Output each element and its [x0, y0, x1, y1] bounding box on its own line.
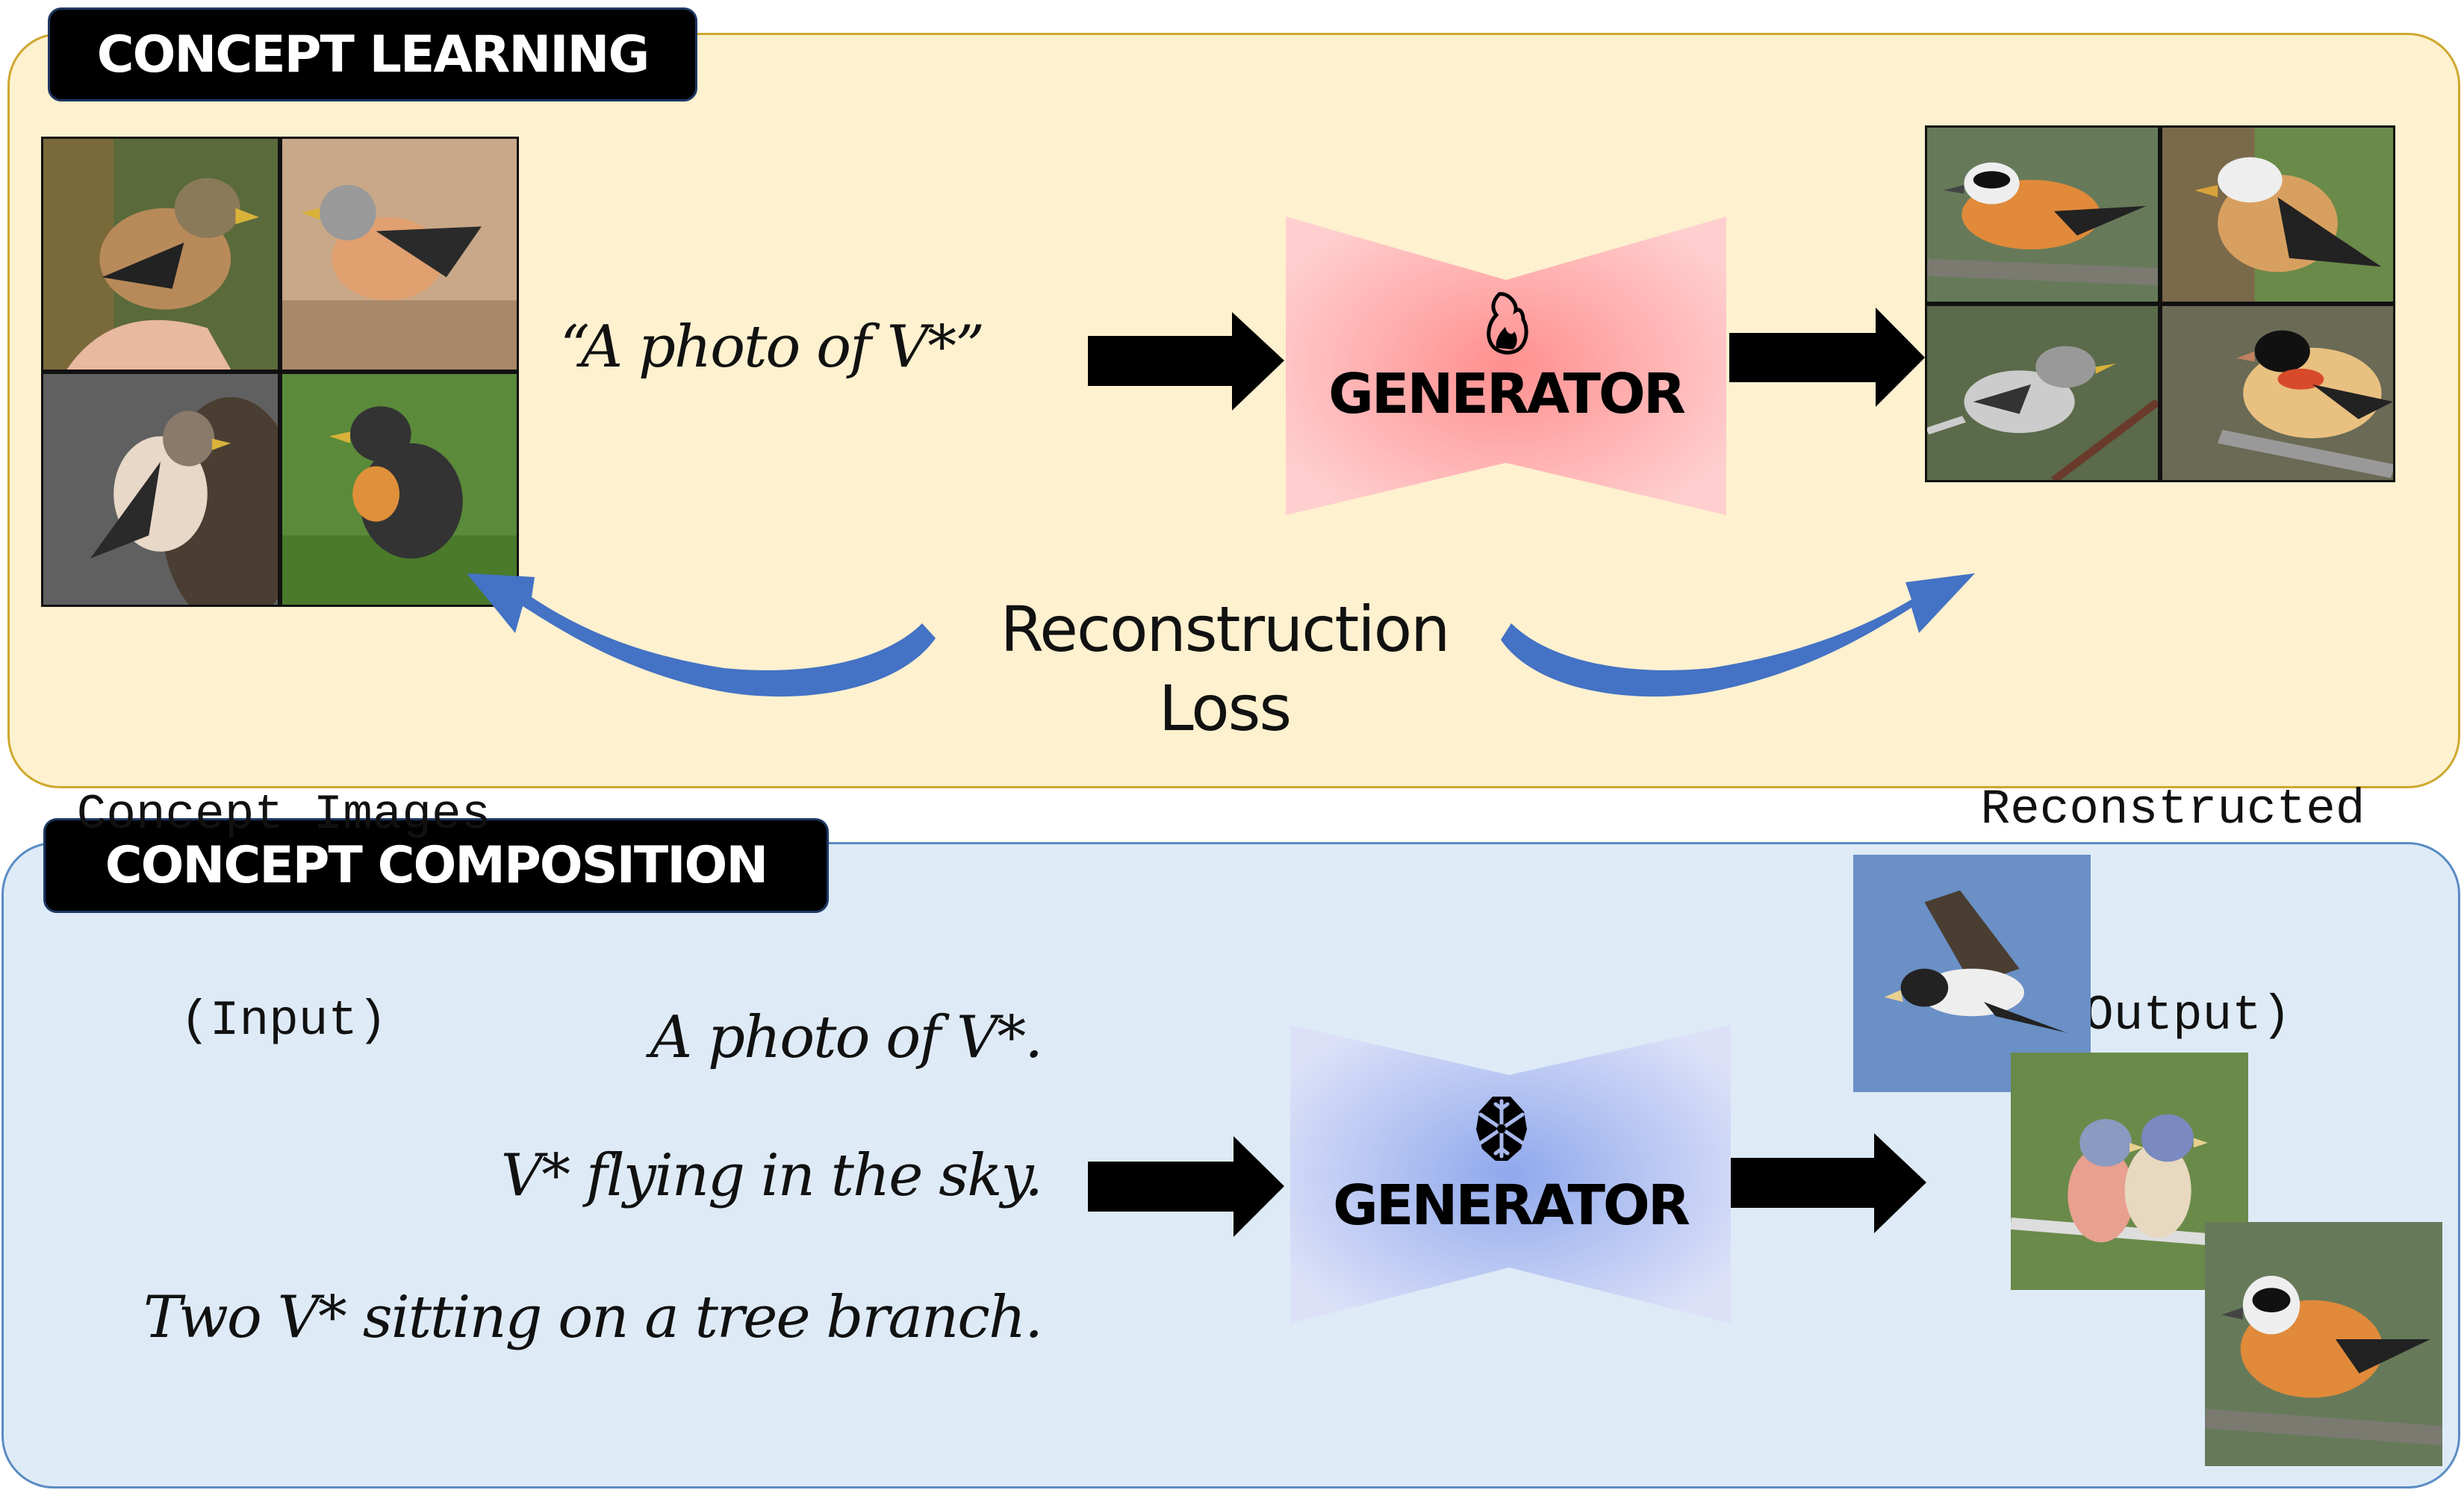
output-label: Reconstructed (Output): [1911, 638, 2434, 1119]
concept-images-grid: [41, 137, 519, 607]
input-image-2: [280, 137, 519, 372]
arrow-prompt-to-generator: [1088, 312, 1284, 411]
generator-label-bottom: GENERATOR: [1333, 1173, 1690, 1238]
generator-trainable: [1286, 216, 1726, 515]
composition-prompt-1: A photo of V*.: [650, 1004, 1043, 1071]
composition-prompt-2: V* flying in the sky.: [500, 1142, 1043, 1209]
learning-prompt: “A photo of V*”: [560, 314, 985, 381]
reconstructed-images-grid: [1925, 125, 2395, 482]
generator-label-top: GENERATOR: [1328, 362, 1686, 426]
arrow-generator-to-output: [1729, 308, 1925, 407]
input-image-1: [41, 137, 280, 372]
composition-image-perched: [2205, 1222, 2442, 1466]
arrow-generator-to-compositions: [1729, 1133, 1926, 1233]
output-image-4: [2160, 304, 2395, 482]
concept-learning-title: CONCEPT LEARNING: [48, 7, 697, 102]
output-image-3: [1925, 304, 2160, 482]
output-image-1: [1925, 125, 2160, 304]
generator-frozen: [1290, 1025, 1731, 1324]
composition-prompt-3: Two V* sitting on a tree branch.: [143, 1284, 1043, 1351]
snowflake-icon: [1476, 1097, 1527, 1161]
loss-label-line2: Loss: [1158, 672, 1292, 745]
input-label-line2: (Input): [180, 993, 388, 1049]
loss-arrow-to-output: [1501, 573, 1975, 697]
concept-composition-title: CONCEPT COMPOSITION: [43, 818, 829, 913]
loss-label-line1: Reconstruction: [1000, 593, 1451, 666]
flame-icon: [1487, 292, 1528, 355]
output-label-line1: Reconstructed: [1980, 782, 2365, 838]
input-label: Concept Images (Input): [22, 643, 545, 1124]
loss-arrow-to-input: [467, 573, 936, 697]
output-image-2: [2160, 125, 2395, 304]
arrow-prompts-to-generator: [1088, 1136, 1284, 1237]
input-image-3: [41, 372, 280, 607]
input-label-line1: Concept Images: [76, 787, 491, 843]
reconstruction-loss-label: Reconstruction Loss: [993, 590, 1456, 748]
input-image-4: [280, 372, 519, 607]
output-label-line2: (Output): [2054, 988, 2292, 1044]
